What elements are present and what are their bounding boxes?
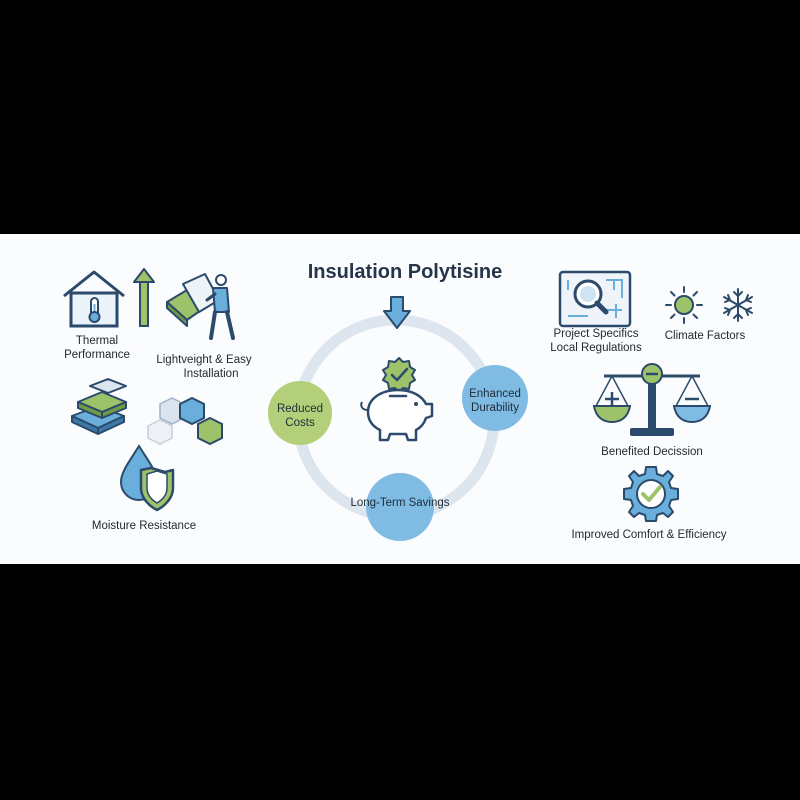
benefited-decision-label: Benefited Decission xyxy=(601,446,703,458)
blueprint-magnifier-icon xyxy=(558,270,632,328)
house-thermometer-icon xyxy=(63,268,155,328)
down-arrow-icon xyxy=(383,296,411,329)
improved-comfort-label: Improved Comfort & Efficiency xyxy=(571,529,727,541)
sun-icon xyxy=(665,286,703,324)
page-title: Insulation Polytisine xyxy=(307,261,503,283)
piggy-bank-icon xyxy=(360,357,434,442)
worker-carrying-panel-icon xyxy=(166,273,235,340)
long-term-savings-circle xyxy=(366,473,434,541)
enhanced-durability-circle xyxy=(462,365,528,431)
hexagon-cells-icon xyxy=(147,396,223,446)
gear-check-icon xyxy=(623,466,679,522)
moisture-resistance-label: Moisture Resistance xyxy=(91,520,197,532)
reduced-costs-circle xyxy=(268,381,332,445)
snowflake-icon xyxy=(723,288,753,322)
stacked-boards-icon xyxy=(71,378,127,435)
climate-factors-label: Climate Factors xyxy=(664,330,746,342)
long-term-savings-label: Long-Term Savings xyxy=(350,497,450,509)
balance-scale-icon xyxy=(592,363,712,436)
water-drop-shield-icon xyxy=(119,444,175,512)
